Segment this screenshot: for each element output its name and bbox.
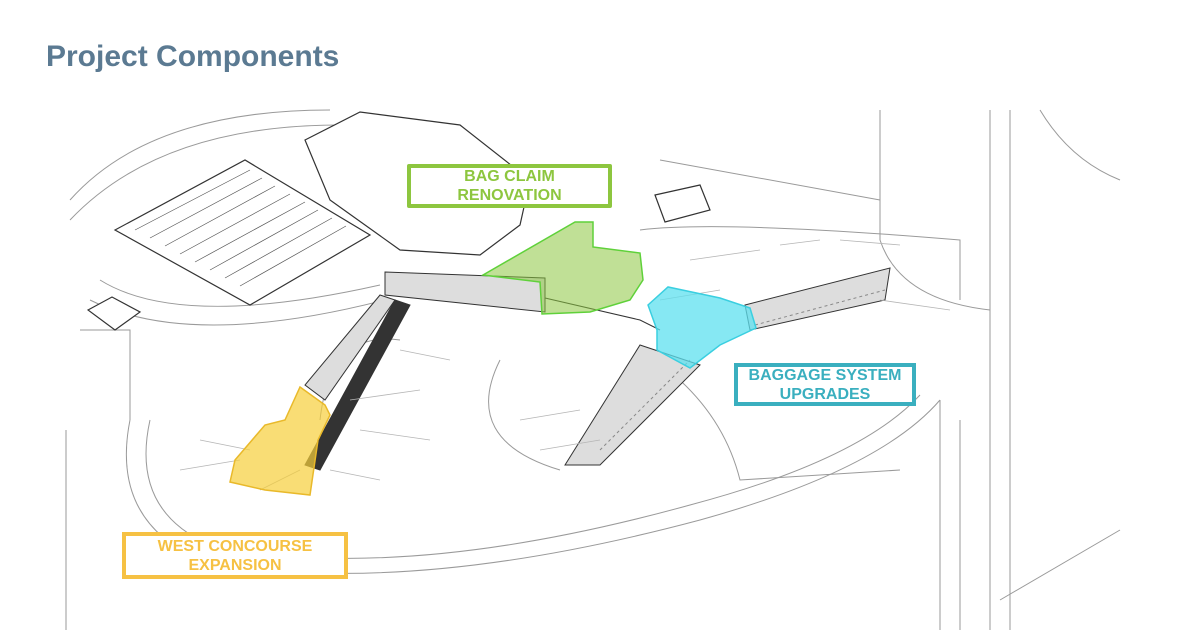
label-line: EXPANSION [188, 556, 282, 574]
label-line: RENOVATION [457, 187, 562, 204]
label-line: BAG CLAIM [464, 168, 555, 185]
baggage-system-upgrades-label: BAGGAGE SYSTEM UPGRADES [734, 363, 916, 406]
west-concourse-highlight [229, 385, 331, 496]
bag-claim-renovation-label: BAG CLAIM RENOVATION [407, 164, 612, 208]
baggage-system-highlight [647, 286, 757, 369]
terminal-and-concourses [304, 267, 891, 471]
west-concourse-expansion-label: WEST CONCOURSE EXPANSION [122, 532, 348, 579]
bag-claim-highlight [480, 221, 644, 315]
parking-garage-detail [134, 169, 347, 287]
page-title: Project Components [46, 40, 340, 73]
roads [65, 109, 1121, 630]
label-line: BAGGAGE SYSTEM [748, 366, 902, 384]
label-line: UPGRADES [779, 385, 871, 403]
label-line: WEST CONCOURSE [157, 537, 313, 555]
